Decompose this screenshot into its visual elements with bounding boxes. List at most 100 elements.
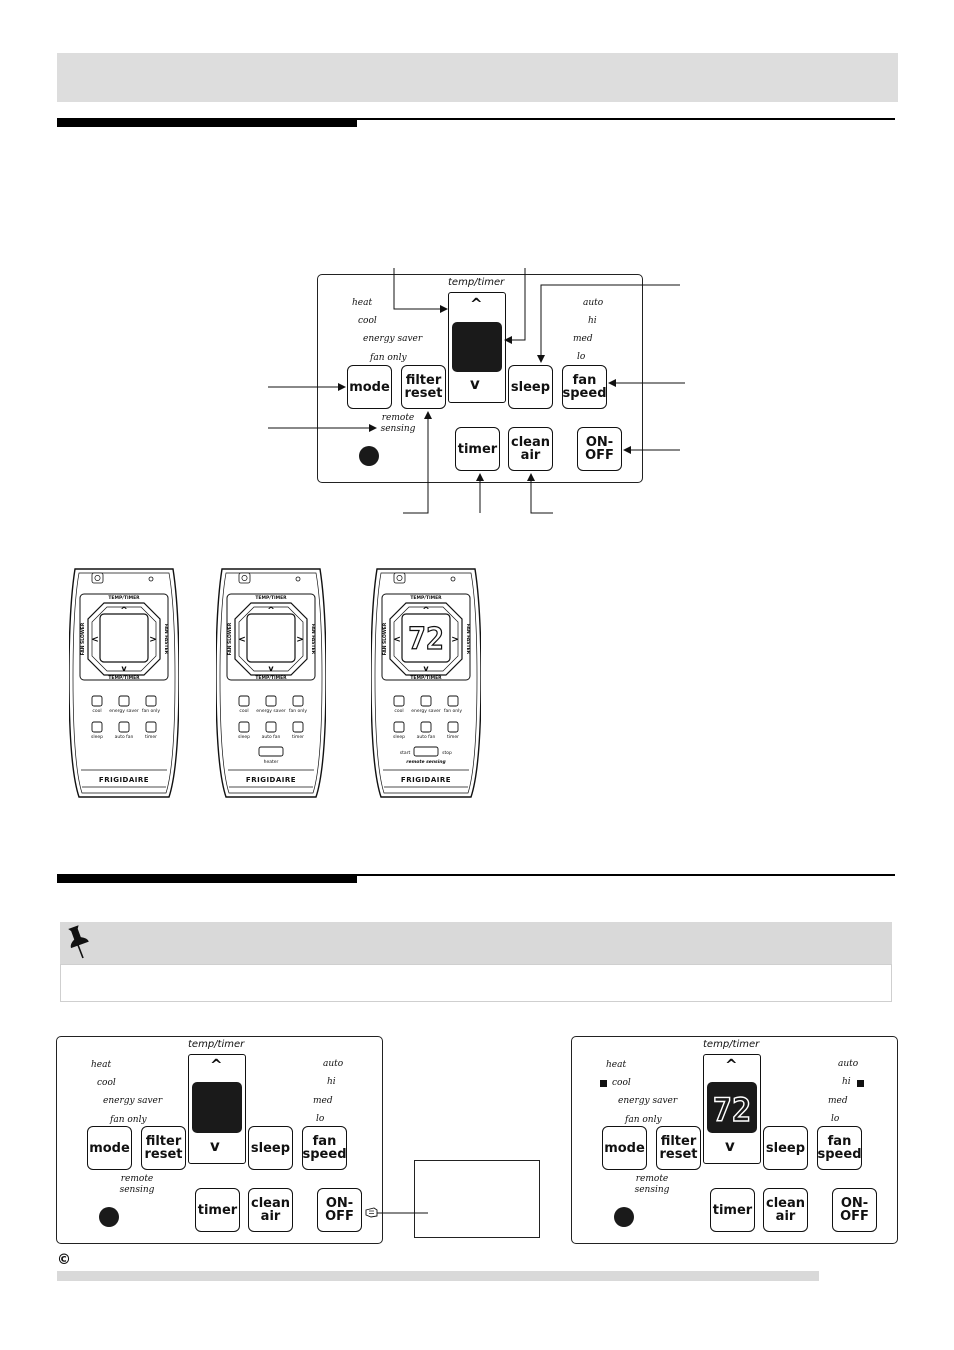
remote-fan-faster-label: FAN FASTER	[163, 624, 169, 655]
speed-med-label-2: med	[313, 1096, 333, 1106]
mode-fan-only-label-3: fan only	[625, 1115, 662, 1125]
speed-auto-label-2: auto	[323, 1059, 344, 1069]
remote-control-2: TEMP/TIMER ^ v < > FAN SLOWER FAN FASTER…	[216, 568, 326, 798]
fan-speed-button-3[interactable]: fan speed	[817, 1126, 862, 1170]
speed-hi-label: hi	[588, 316, 597, 326]
remote-left-icon: <	[91, 635, 99, 645]
remote-energy-saver-label: energy saver	[256, 708, 286, 714]
fan-speed-button[interactable]: fan speed	[562, 365, 607, 409]
temp-down-icon-3[interactable]: v	[725, 1137, 735, 1155]
section-rule-thin-1	[357, 118, 895, 120]
mode-cool-label-2: cool	[97, 1078, 116, 1088]
on-off-button[interactable]: ON- OFF	[577, 427, 622, 471]
speed-auto-label: auto	[583, 298, 604, 308]
remote-timer-label: timer	[447, 734, 459, 740]
mode-energy-saver-label-2: energy saver	[103, 1096, 163, 1106]
mode-fan-only-label-2: fan only	[110, 1115, 147, 1125]
remote-brand-logo: FRIGIDAIRE	[99, 776, 149, 784]
filter-reset-button-3[interactable]: filter reset	[656, 1126, 701, 1170]
clean-air-button-3[interactable]: clean air	[763, 1188, 808, 1232]
mode-button[interactable]: mode	[347, 365, 392, 409]
on-off-button-2[interactable]: ON- OFF	[317, 1188, 362, 1232]
remote-heater-button	[258, 746, 284, 757]
remote-cool-label: cool	[239, 708, 248, 714]
temp-timer-label-2: temp/timer	[188, 1039, 245, 1050]
timer-button[interactable]: timer	[455, 427, 500, 471]
mode-energy-saver-label: energy saver	[363, 334, 423, 344]
sleep-button-2[interactable]: sleep	[248, 1126, 293, 1170]
mode-cool-label-3: cool	[612, 1078, 631, 1088]
temp-down-icon-2[interactable]: v	[210, 1137, 220, 1155]
temp-up-icon-3[interactable]: ^	[725, 1056, 738, 1074]
remote-sleep-label: sleep	[238, 734, 250, 740]
display-screen	[452, 322, 502, 372]
clean-air-button[interactable]: clean air	[508, 427, 553, 471]
remote-display	[99, 613, 149, 663]
mode-heat-label: heat	[352, 298, 373, 308]
remote-up-icon: ^	[422, 606, 430, 616]
remote-fan-slower-label: FAN SLOWER	[382, 622, 388, 655]
filter-reset-button-2[interactable]: filter reset	[141, 1126, 186, 1170]
remote-energy-saver-label: energy saver	[109, 708, 139, 714]
temp-up-icon[interactable]: ^	[470, 295, 483, 313]
section-rule-thick-2	[57, 874, 357, 883]
remote-auto-fan-label: auto fan	[115, 734, 134, 740]
remote-sensor-icon-2	[99, 1207, 119, 1227]
remote-down-icon: v	[268, 664, 274, 673]
speed-med-label: med	[573, 334, 593, 344]
temp-timer-label-3: temp/timer	[703, 1039, 760, 1050]
remote-fan-faster-label: FAN FASTER	[465, 624, 471, 655]
remote-start-label: start	[400, 750, 411, 756]
remote-control-3: TEMP/TIMER 72 ^ v < > FAN SLOWER FAN FAS…	[371, 568, 481, 798]
mode-button-2[interactable]: mode	[87, 1126, 132, 1170]
remote-brand-logo: FRIGIDAIRE	[401, 776, 451, 784]
remote-temp-timer-top-label: TEMP/TIMER	[255, 595, 287, 601]
remote-fan-only-label: fan only	[444, 708, 462, 714]
remote-heater-label: heater	[264, 759, 279, 765]
remote-right-icon: >	[296, 635, 304, 645]
remote-sensing-label-2: remote sensing	[119, 1174, 155, 1195]
header-band	[57, 53, 898, 102]
on-off-button-3[interactable]: ON- OFF	[832, 1188, 877, 1232]
power-icon	[91, 572, 104, 584]
display-value-readout: 72	[712, 1090, 752, 1129]
sleep-button[interactable]: sleep	[508, 365, 553, 409]
temp-timer-label: temp/timer	[448, 277, 505, 288]
timer-button-3[interactable]: timer	[710, 1188, 755, 1232]
fan-speed-button-2[interactable]: fan speed	[302, 1126, 347, 1170]
pushpin-icon	[68, 925, 89, 959]
power-icon	[238, 572, 251, 584]
sleep-button-3[interactable]: sleep	[763, 1126, 808, 1170]
remote-up-icon: ^	[120, 606, 128, 616]
remote-cool-label: cool	[92, 708, 101, 714]
remote-sleep-label: sleep	[393, 734, 405, 740]
speed-lo-label-2: lo	[316, 1114, 325, 1124]
remote-sensor-icon	[359, 446, 379, 466]
timer-button-2[interactable]: timer	[195, 1188, 240, 1232]
remote-auto-fan-label: auto fan	[262, 734, 281, 740]
mode-button-3[interactable]: mode	[602, 1126, 647, 1170]
remote-sensing-button	[413, 746, 439, 757]
temp-up-icon-2[interactable]: ^	[210, 1056, 223, 1074]
section-rule-thick-1	[57, 118, 357, 127]
hi-indicator-icon	[857, 1080, 864, 1087]
display-screen-off	[192, 1082, 242, 1133]
mode-energy-saver-label-3: energy saver	[618, 1096, 678, 1106]
copyright-symbol: ©	[57, 1252, 71, 1268]
remote-sensing-label: remote sensing	[406, 759, 446, 765]
remote-timer-label: timer	[145, 734, 157, 740]
footer-bar	[57, 1271, 819, 1281]
note-body	[60, 964, 892, 1002]
remote-timer-label: timer	[292, 734, 304, 740]
clean-air-button-2[interactable]: clean air	[248, 1188, 293, 1232]
remote-fan-faster-label: FAN FASTER	[310, 624, 316, 655]
remote-right-icon: >	[451, 635, 459, 645]
filter-reset-button[interactable]: filter reset	[401, 365, 446, 409]
remote-temp-timer-bottom-label: TEMP/TIMER	[255, 675, 287, 681]
remote-temp-timer-top-label: TEMP/TIMER	[410, 595, 442, 601]
remote-fan-only-label: fan only	[289, 708, 307, 714]
mode-heat-label-2: heat	[91, 1060, 112, 1070]
remote-fan-only-label: fan only	[142, 708, 160, 714]
temp-down-icon[interactable]: v	[470, 375, 480, 393]
speed-hi-label-2: hi	[327, 1077, 336, 1087]
